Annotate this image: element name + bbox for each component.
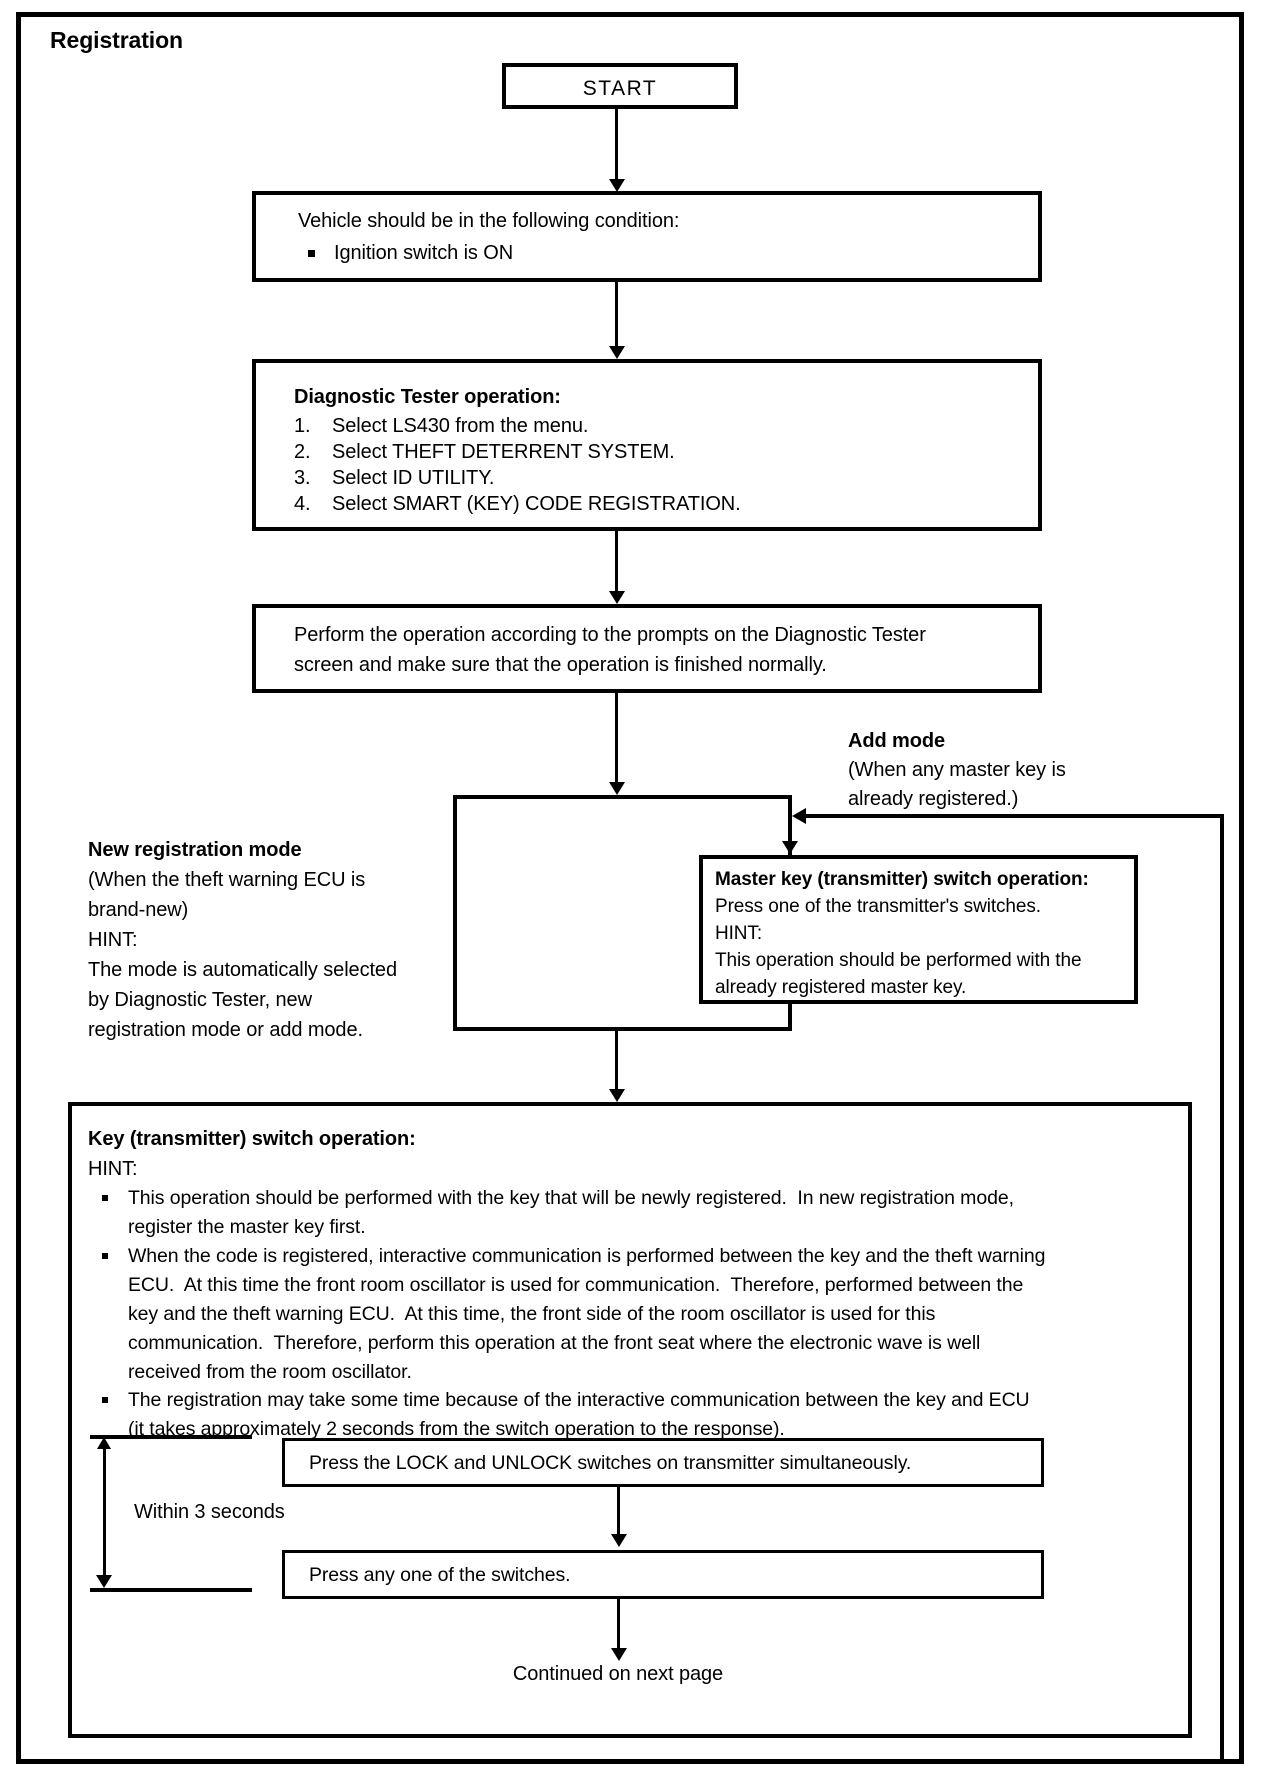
- master-key-line: Press one of the transmitter's switches.: [715, 896, 1041, 917]
- diagnostic-item-text: Select SMART (KEY) CODE REGISTRATION.: [332, 493, 741, 515]
- arrow-mode-to-key-shaft: [615, 1031, 618, 1089]
- key-box-heading: Key (transmitter) switch operation:: [88, 1128, 416, 1150]
- lock-unlock-text: Press the LOCK and UNLOCK switches on tr…: [309, 1452, 912, 1474]
- new-registration-line: by Diagnostic Tester, new: [88, 989, 312, 1011]
- arrow-into-master-key-head: [782, 841, 798, 854]
- diagnostic-item-num: 2.: [294, 441, 311, 463]
- key-box-bullet-line: key and the theft warning ECU. At this t…: [128, 1303, 936, 1325]
- page-border: [16, 12, 1244, 1764]
- master-key-heading: Master key (transmitter) switch operatio…: [715, 869, 1089, 890]
- key-box-bullet-line: This operation should be performed with …: [128, 1187, 1014, 1209]
- add-mode-title: Add mode: [848, 730, 945, 752]
- diagnostic-item-num: 4.: [294, 493, 311, 515]
- diagnostic-item-num: 3.: [294, 467, 311, 489]
- any-switch-box: Press any one of the switches.: [282, 1550, 1044, 1599]
- start-label: START: [582, 77, 658, 100]
- lock-unlock-box: Press the LOCK and UNLOCK switches on tr…: [282, 1438, 1044, 1487]
- bullet-icon: [308, 250, 315, 257]
- bullet-icon: [102, 1397, 108, 1403]
- vehicle-condition-intro: Vehicle should be in the following condi…: [298, 210, 680, 232]
- arrow-start-to-vehicle-head: [609, 179, 625, 192]
- continued-label: Continued on next page: [512, 1663, 724, 1685]
- master-key-line: HINT:: [715, 923, 763, 944]
- within-seconds-label: Within 3 seconds: [134, 1501, 285, 1523]
- measure-up-arrowhead: [97, 1437, 111, 1449]
- new-registration-line: HINT:: [88, 929, 138, 951]
- arrow-lock-to-any-shaft: [617, 1487, 620, 1534]
- vehicle-condition-bullet: Ignition switch is ON: [334, 242, 514, 264]
- page-title: Registration: [50, 27, 183, 53]
- start-box: START: [502, 63, 738, 109]
- add-mode-line: (When any master key is: [848, 759, 1066, 781]
- key-box-bullet-line: (it takes approximately 2 seconds from t…: [128, 1418, 785, 1440]
- key-box-bullet-line: communication. Therefore, perform this o…: [128, 1332, 981, 1354]
- add-mode-connector-horizontal: [806, 814, 1222, 818]
- arrow-lock-to-any-head: [611, 1534, 627, 1547]
- bullet-icon: [102, 1253, 108, 1259]
- arrow-mode-to-key-head: [609, 1089, 625, 1102]
- diagnostic-heading: Diagnostic Tester operation:: [294, 386, 561, 408]
- new-registration-line: (When the theft warning ECU is: [88, 869, 366, 891]
- measure-down-arrowhead: [96, 1575, 112, 1588]
- key-box-bullet-line: ECU. At this time the front room oscilla…: [128, 1274, 1024, 1296]
- add-mode-connector-arrowhead: [792, 808, 806, 824]
- any-switch-text: Press any one of the switches.: [309, 1564, 571, 1586]
- diagnostic-item-num: 1.: [294, 415, 311, 437]
- master-key-line: already registered master key.: [715, 977, 967, 998]
- key-box-bullet-line: received from the room oscillator.: [128, 1361, 412, 1383]
- master-key-box: Master key (transmitter) switch operatio…: [699, 855, 1138, 1004]
- diagnostic-tester-box: Diagnostic Tester operation: 1. Select L…: [252, 359, 1042, 531]
- arrow-vehicle-to-diagnostic-head: [609, 346, 625, 359]
- new-registration-title: New registration mode: [88, 839, 302, 861]
- new-registration-line: brand-new): [88, 899, 189, 921]
- new-registration-line: The mode is automatically selected: [88, 959, 397, 981]
- perform-operation-box: Perform the operation according to the p…: [252, 604, 1042, 693]
- key-box-hint: HINT:: [88, 1158, 138, 1180]
- key-box-bullet-line: The registration may take some time beca…: [128, 1389, 1030, 1411]
- arrow-any-to-continued-shaft: [617, 1599, 620, 1648]
- master-key-line: This operation should be performed with …: [715, 950, 1082, 971]
- measure-shaft: [103, 1447, 106, 1580]
- key-switch-operation-box: Key (transmitter) switch operation: HINT…: [68, 1102, 1192, 1738]
- perform-line: screen and make sure that the operation …: [294, 654, 827, 676]
- diagnostic-item-text: Select THEFT DETERRENT SYSTEM.: [332, 441, 675, 463]
- add-mode-line: already registered.): [848, 788, 1019, 810]
- vehicle-condition-box: Vehicle should be in the following condi…: [252, 191, 1042, 282]
- key-box-bullet-line: When the code is registered, interactive…: [128, 1245, 1046, 1267]
- perform-line: Perform the operation according to the p…: [294, 624, 926, 646]
- measure-top-bar: [90, 1435, 252, 1439]
- key-box-bullet-line: register the master key first.: [128, 1216, 366, 1238]
- measure-bottom-bar: [90, 1588, 252, 1592]
- diagnostic-item-text: Select LS430 from the menu.: [332, 415, 589, 437]
- arrow-diagnostic-to-perform-head: [609, 591, 625, 604]
- add-mode-connector-vertical: [1220, 814, 1224, 1762]
- diagnostic-item-text: Select ID UTILITY.: [332, 467, 495, 489]
- arrow-start-to-vehicle-shaft: [615, 109, 618, 179]
- new-registration-line: registration mode or add mode.: [88, 1019, 363, 1041]
- arrow-perform-to-mode-head: [609, 782, 625, 795]
- arrow-any-to-continued-head: [611, 1648, 627, 1661]
- arrow-perform-to-mode-shaft: [615, 693, 618, 782]
- arrow-vehicle-to-diagnostic-shaft: [615, 282, 618, 347]
- bullet-icon: [102, 1195, 108, 1201]
- arrow-diagnostic-to-perform-shaft: [615, 531, 618, 591]
